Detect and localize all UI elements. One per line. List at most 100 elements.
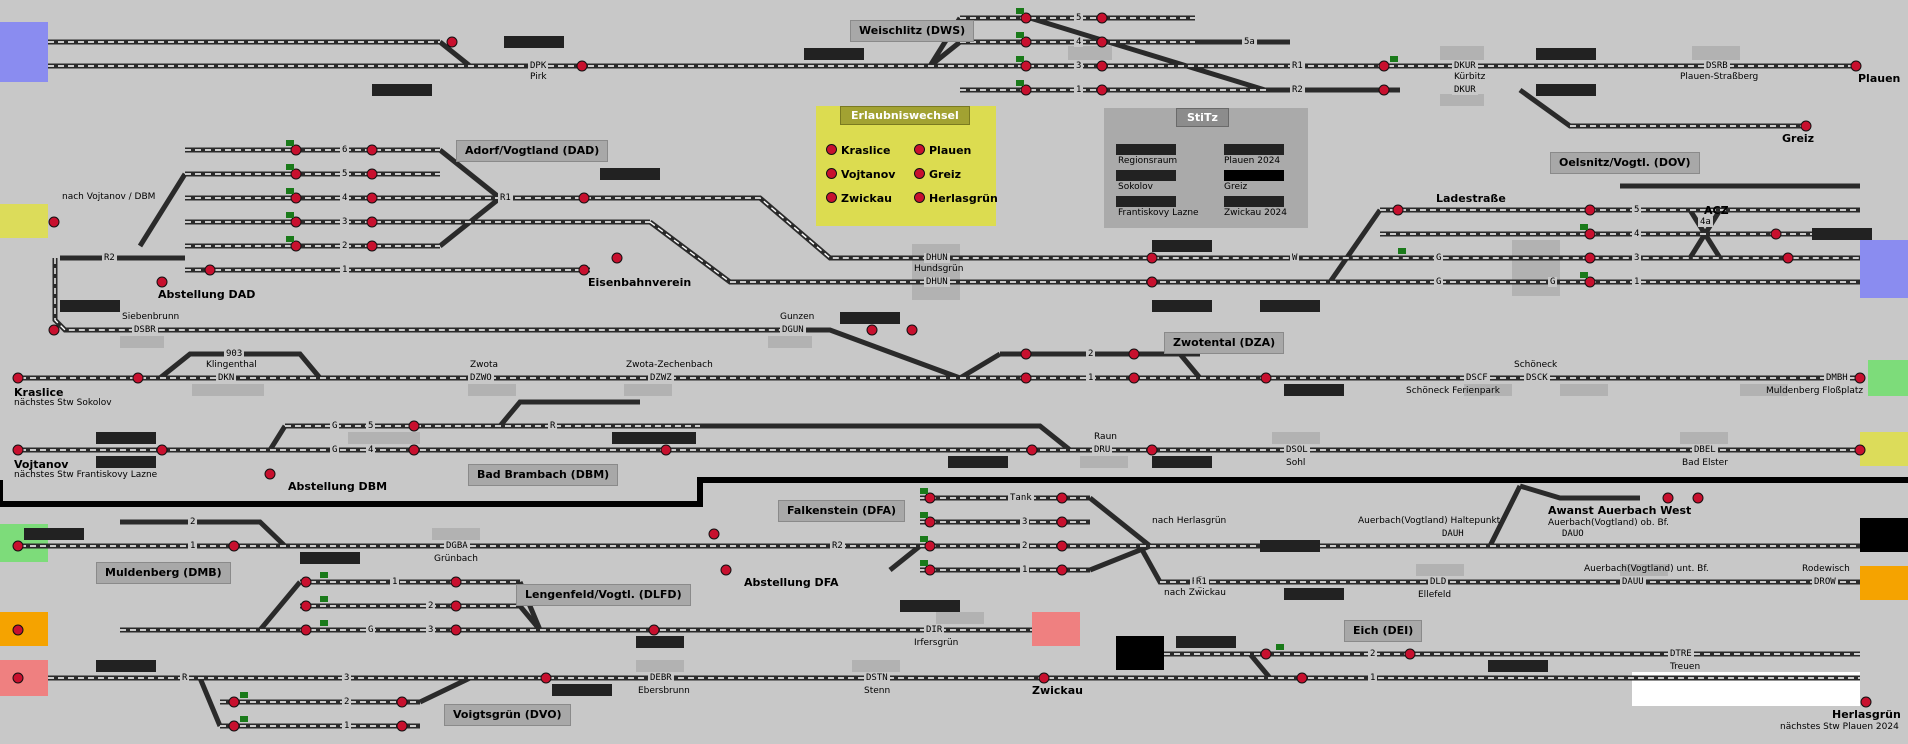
dir-muldenberg-green[interactable]	[1868, 360, 1908, 396]
block-dkn[interactable]: DKN	[216, 373, 237, 383]
track-number[interactable]: 1	[340, 265, 350, 275]
track-number[interactable]: W	[1290, 253, 1300, 263]
block-dsck[interactable]: DSCK	[1524, 373, 1550, 383]
block-dsbr[interactable]: DSBR	[132, 325, 158, 335]
stitz-item[interactable]: Greiz	[1224, 182, 1248, 192]
track-number[interactable]: 4	[1632, 229, 1642, 239]
control-bar[interactable]	[1152, 240, 1212, 252]
control-bar[interactable]	[1536, 84, 1596, 96]
block-dsol[interactable]: DSOL	[1284, 445, 1310, 455]
dir-pink-left[interactable]	[0, 660, 48, 696]
track-number[interactable]: G	[330, 445, 340, 455]
track-number[interactable]: 4a	[1698, 217, 1713, 227]
track-number[interactable]: 2	[342, 697, 352, 707]
block-drow[interactable]: DROW	[1812, 577, 1838, 587]
track-number[interactable]: 2	[426, 601, 436, 611]
control-bar[interactable]	[948, 456, 1008, 468]
track-number[interactable]: 5	[1632, 205, 1642, 215]
block-dld[interactable]: DLD	[1428, 577, 1449, 587]
control-bar[interactable]	[300, 552, 360, 564]
track-number[interactable]: 1	[1074, 85, 1084, 95]
stitz-bar[interactable]	[1116, 170, 1176, 181]
track-number[interactable]: 1	[390, 577, 400, 587]
control-bar[interactable]	[96, 432, 156, 444]
erlaubnis-greiz[interactable]: Greiz	[914, 168, 961, 182]
block-dhun-2[interactable]: DHUN	[924, 277, 950, 287]
control-bar[interactable]	[24, 528, 84, 540]
erlaubnis-vojtanov[interactable]: Vojtanov	[826, 168, 895, 182]
stitz-bar[interactable]	[1224, 170, 1284, 181]
control-bar[interactable]	[96, 660, 156, 672]
track-number[interactable]: 6	[340, 145, 350, 155]
control-bar[interactable]	[636, 636, 684, 648]
block-dkur-1[interactable]: DKUR	[1452, 61, 1478, 71]
dir-kraslice-yellow[interactable]	[0, 204, 48, 238]
track-number[interactable]: R2	[102, 253, 117, 263]
track-number[interactable]: 1	[1632, 277, 1642, 287]
control-bar[interactable]	[900, 600, 960, 612]
control-bar[interactable]	[1284, 588, 1344, 600]
block-dkur-2[interactable]: DKUR	[1452, 85, 1478, 95]
control-bar[interactable]	[1536, 48, 1596, 60]
track-number[interactable]: 5	[366, 421, 376, 431]
dir-plauen-left[interactable]	[0, 22, 48, 82]
dir-pink-mid[interactable]	[1032, 612, 1080, 646]
track-number[interactable]: 2	[1086, 349, 1096, 359]
control-bar[interactable]	[1260, 300, 1320, 312]
stitz-item[interactable]: Plauen 2024	[1224, 156, 1281, 166]
erlaubnis-herlasgruen[interactable]: Herlasgrün	[914, 192, 998, 206]
block-dpk[interactable]: DPK	[528, 61, 549, 71]
erlaubnis-kraslice[interactable]: Kraslice	[826, 144, 890, 158]
track-number[interactable]: 4	[1074, 37, 1084, 47]
track-number[interactable]: Tank	[1008, 493, 1034, 503]
control-bar[interactable]	[504, 36, 564, 48]
track-number[interactable]: 3	[342, 673, 352, 683]
block-dru[interactable]: DRU	[1092, 445, 1113, 455]
control-bar[interactable]	[372, 84, 432, 96]
track-number[interactable]: G	[1434, 253, 1444, 263]
stitz-bar[interactable]	[1116, 144, 1176, 155]
block-dstn[interactable]: DSTN	[864, 673, 890, 683]
control-bar[interactable]	[612, 432, 696, 444]
control-bar[interactable]	[1260, 540, 1320, 552]
track-number[interactable]: G	[1434, 277, 1444, 287]
control-bar[interactable]	[1812, 228, 1872, 240]
stitz-bar[interactable]	[1224, 196, 1284, 207]
track-number[interactable]: 1	[342, 721, 352, 731]
track-number[interactable]: 5a	[1242, 37, 1257, 47]
block-dbel[interactable]: DBEL	[1692, 445, 1718, 455]
track-number[interactable]: 3	[1632, 253, 1642, 263]
track-number[interactable]: 2	[1368, 649, 1378, 659]
control-bar[interactable]	[1284, 384, 1344, 396]
dir-black-right[interactable]	[1860, 518, 1908, 552]
block-dzwz[interactable]: DZWZ	[648, 373, 674, 383]
track-number[interactable]: R1	[498, 193, 513, 203]
control-bar[interactable]	[552, 684, 612, 696]
dir-orange-right[interactable]	[1860, 566, 1908, 600]
stitz-item[interactable]: Zwickau 2024	[1224, 208, 1288, 218]
track-number[interactable]: 2	[1020, 541, 1030, 551]
track-number[interactable]: R2	[1290, 85, 1305, 95]
track-number[interactable]: R	[180, 673, 190, 683]
control-bar[interactable]	[60, 300, 120, 312]
dir-greiz-right[interactable]	[1860, 240, 1908, 298]
track-number[interactable]: 3	[1020, 517, 1030, 527]
track-number[interactable]: 1	[1368, 673, 1378, 683]
control-bar[interactable]	[600, 168, 660, 180]
block-dscf[interactable]: DSCF	[1464, 373, 1490, 383]
block-dgba[interactable]: DGBA	[444, 541, 470, 551]
block-dsrb[interactable]: DSRB	[1704, 61, 1730, 71]
track-number[interactable]: R	[548, 421, 558, 431]
stitz-item[interactable]: Sokolov	[1118, 182, 1153, 192]
block-debr[interactable]: DEBR	[648, 673, 674, 683]
stitz-item[interactable]: Regionsraum	[1118, 156, 1178, 166]
track-number[interactable]: 4	[340, 193, 350, 203]
erlaubnis-plauen[interactable]: Plauen	[914, 144, 971, 158]
control-bar[interactable]	[1152, 300, 1212, 312]
track-number[interactable]: R2	[830, 541, 845, 551]
block-dir[interactable]: DIR	[924, 625, 945, 635]
track-number[interactable]: 3	[340, 217, 350, 227]
stitz-item[interactable]: Frantiskovy Lazne	[1118, 208, 1199, 218]
track-number[interactable]: 1	[188, 541, 198, 551]
block-dgun[interactable]: DGUN	[780, 325, 806, 335]
